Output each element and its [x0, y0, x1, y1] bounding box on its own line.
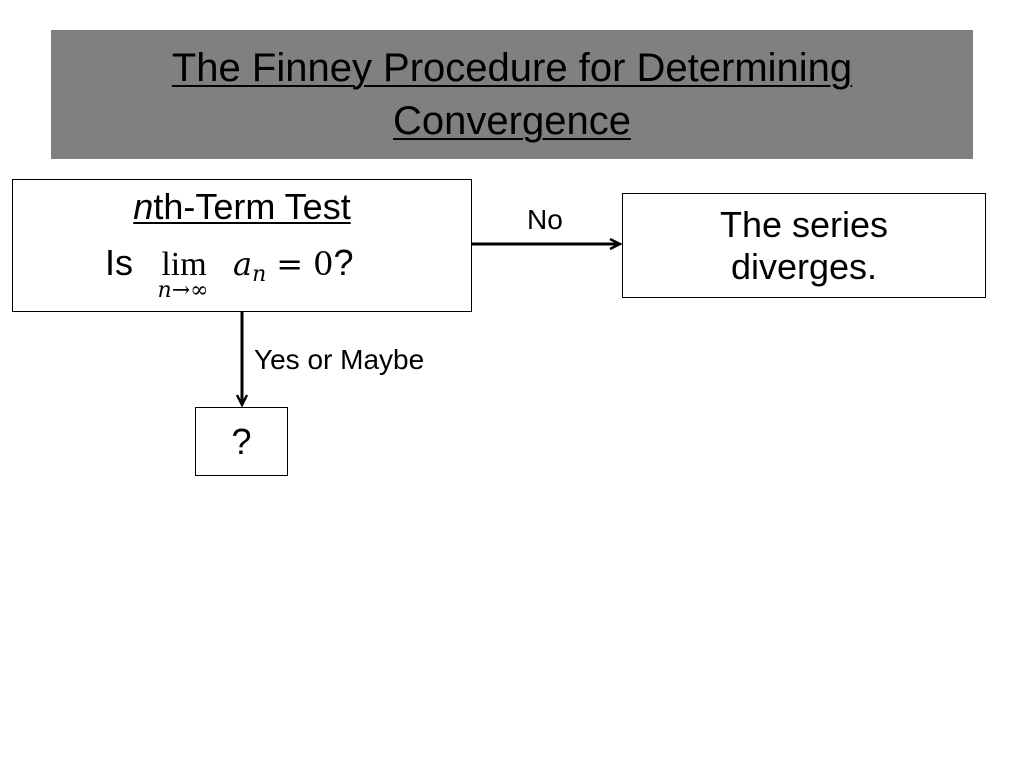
test-heading-rest: th-Term Test [153, 186, 351, 227]
yes-or-maybe-label: Yes or Maybe [254, 344, 425, 375]
question-mark: ? [333, 242, 354, 283]
slide-title: The Finney Procedure for Determining Con… [171, 45, 853, 143]
sequence-term: an [233, 245, 266, 287]
next-step-text: ? [231, 420, 252, 462]
equals-sign: = [276, 245, 304, 283]
lim-word: lim [161, 246, 207, 283]
zero-value: 0 [313, 245, 334, 283]
diverges-text: The series diverges. [719, 203, 889, 287]
next-step-box: ? [195, 407, 288, 476]
title-bar: The Finney Procedure for Determining Con… [51, 30, 973, 159]
term-a: a [233, 245, 253, 283]
no-label: No [527, 204, 563, 235]
term-subscript: n [252, 262, 267, 287]
test-heading: nth-Term Test [13, 186, 471, 228]
question-prefix: Is [105, 242, 134, 283]
lim-subscript: n→∞ [157, 278, 209, 303]
diverges-box: The series diverges. [622, 193, 986, 298]
test-heading-n: n [133, 186, 154, 227]
